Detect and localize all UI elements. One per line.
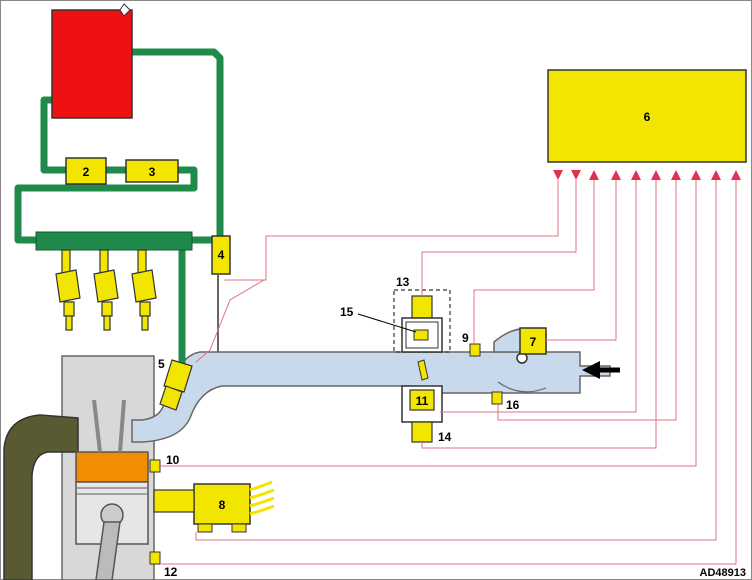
component-16-label: 16 bbox=[506, 398, 520, 412]
component-15-label: 15 bbox=[340, 305, 354, 319]
input-arrow-icon bbox=[631, 170, 641, 180]
component-15-leader bbox=[357, 313, 417, 333]
exhaust-valve bbox=[92, 399, 102, 453]
input-arrow-icon bbox=[731, 170, 741, 180]
fuel-lines bbox=[14, 48, 224, 366]
injectors bbox=[55, 249, 157, 331]
component-4 bbox=[211, 235, 231, 275]
input-arrow-icon bbox=[611, 170, 621, 180]
component-13-label: 13 bbox=[396, 275, 410, 289]
input-arrow-icon bbox=[671, 170, 681, 180]
component-4-label: 4 bbox=[218, 248, 225, 262]
air-flow-arrow-icon bbox=[582, 361, 600, 379]
throttle-flap bbox=[417, 359, 429, 381]
component-2-label: 2 bbox=[83, 165, 90, 179]
component-8-label: 8 bbox=[219, 498, 226, 512]
component-8-foot-left bbox=[197, 523, 213, 533]
component-8-bracket bbox=[153, 489, 195, 513]
component-16 bbox=[491, 391, 503, 405]
component-10-label: 10 bbox=[166, 453, 180, 467]
throttle-lower bbox=[497, 381, 547, 393]
ecu-signal-arrows bbox=[553, 170, 741, 180]
injector-3 bbox=[131, 249, 157, 331]
output-arrow-icon bbox=[571, 170, 581, 180]
component-15-inner bbox=[405, 321, 439, 349]
wiring bbox=[160, 180, 737, 565]
component-3-label: 3 bbox=[149, 165, 156, 179]
component-6-label: 6 bbox=[644, 110, 651, 124]
injector-2 bbox=[93, 249, 119, 331]
fuel-tank bbox=[51, 9, 133, 119]
component-2 bbox=[65, 157, 107, 185]
injector-1 bbox=[55, 249, 81, 331]
input-arrow-icon bbox=[651, 170, 661, 180]
component-8 bbox=[193, 483, 251, 525]
component-11-label: 11 bbox=[416, 394, 429, 408]
input-arrow-icon bbox=[711, 170, 721, 180]
ignition-leads bbox=[249, 480, 275, 516]
component-5-label: 5 bbox=[158, 357, 165, 371]
intake-air-duct bbox=[131, 351, 611, 443]
input-arrow-icon bbox=[589, 170, 599, 180]
figure-reference: AD48913 bbox=[700, 567, 746, 579]
component-14 bbox=[411, 421, 433, 443]
input-arrow-icon bbox=[691, 170, 701, 180]
output-arrow-icon bbox=[553, 170, 563, 180]
component-6 bbox=[547, 69, 747, 163]
component-12-label: 12 bbox=[164, 565, 178, 579]
component-12 bbox=[149, 551, 161, 565]
component-3 bbox=[125, 159, 179, 183]
component-15-top bbox=[411, 295, 433, 319]
cylinder-head bbox=[75, 451, 149, 483]
component-5 bbox=[159, 359, 193, 411]
component-10 bbox=[149, 459, 161, 473]
component-11 bbox=[409, 389, 435, 411]
component-8-foot-right bbox=[231, 523, 247, 533]
intake-valve bbox=[118, 399, 126, 453]
component-14-label: 14 bbox=[438, 430, 452, 444]
fuel-rail bbox=[35, 231, 193, 251]
connecting-rod bbox=[95, 521, 121, 580]
component-9-label: 9 bbox=[462, 331, 469, 345]
component-7 bbox=[519, 327, 547, 355]
tank-filler-cap bbox=[119, 3, 131, 17]
component-9 bbox=[469, 343, 481, 357]
component-15-valve bbox=[413, 329, 429, 341]
component-7-label: 7 bbox=[530, 335, 537, 349]
